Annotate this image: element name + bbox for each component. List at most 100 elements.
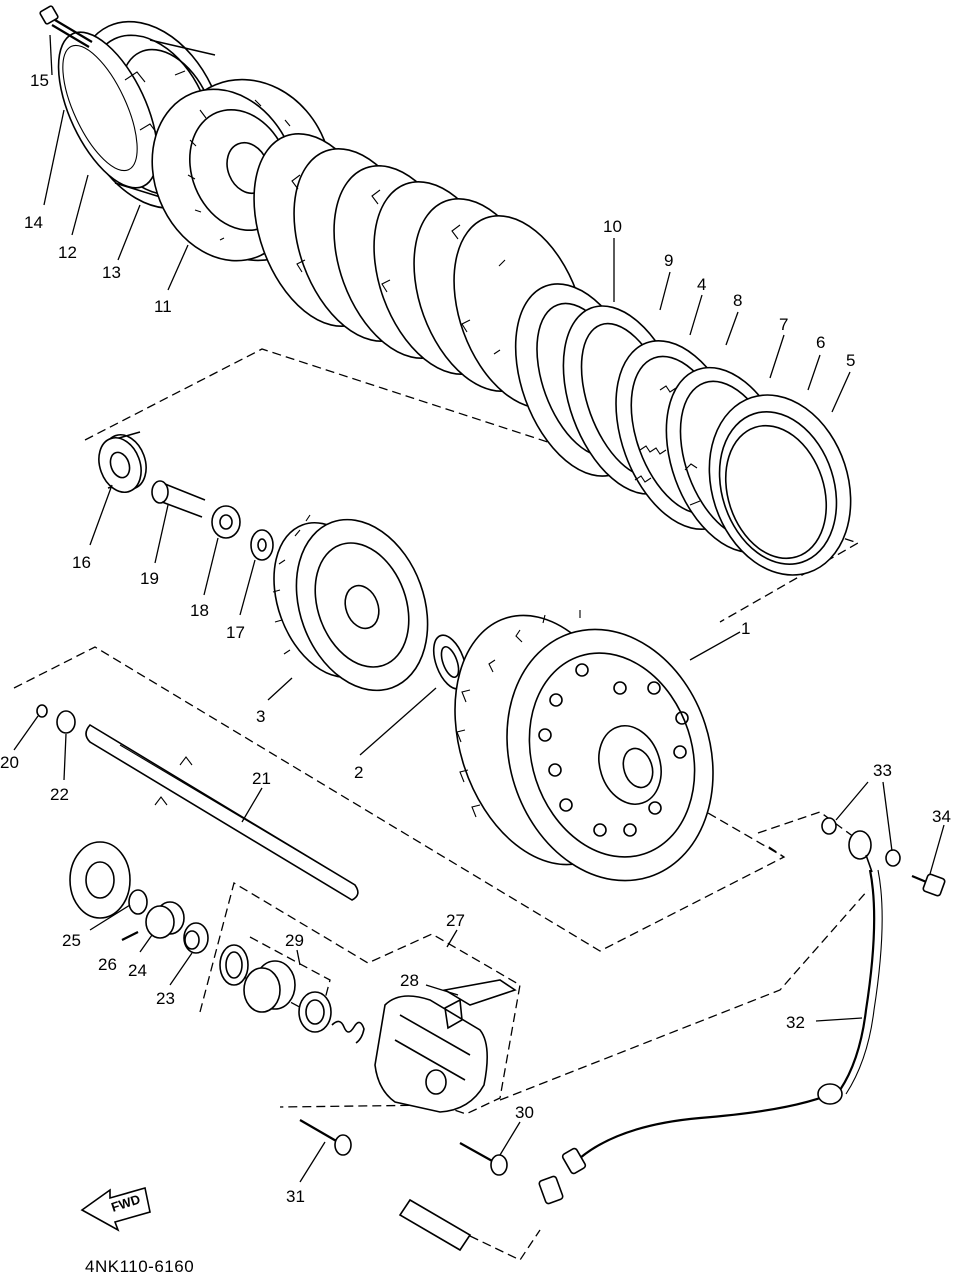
plate-details [124,70,199,141]
callout-23: 23 [156,989,175,1008]
washer-17-bore [257,538,267,552]
oring-25b [128,889,148,915]
leader-7 [769,334,785,379]
seal-22 [56,710,76,734]
spring-plate-12-inner [62,44,138,172]
nut-18 [211,505,241,539]
callout-28: 28 [400,971,419,990]
leader-11 [167,244,189,291]
fwd-arrow: FWD [80,1186,151,1232]
callout-31: 31 [286,1187,305,1206]
bolt-30 [459,1142,508,1176]
kit-spring [331,1020,365,1044]
leader-31 [299,1141,326,1183]
banjo-fitting [848,830,873,873]
leader-28 [425,984,459,996]
bolt-31-head [334,1134,352,1156]
washer-2-bore [440,645,460,679]
nut-18-body [211,505,241,539]
leader-32 [815,1017,863,1022]
seal-23-inner [184,930,200,950]
callout-8: 8 [733,291,742,310]
oring-body [128,889,148,915]
bolt-30-shank [459,1142,495,1163]
callout-10: 10 [603,217,622,236]
leader-4 [689,294,703,336]
kit-seal-inner [305,999,325,1025]
shaft-outline [13,646,786,952]
bolt-31-shank [299,1119,339,1143]
hub-to-shaft-outline [695,805,785,858]
leader-20 [13,715,39,751]
leader-16 [89,484,113,546]
washer-33a [821,817,837,835]
leader-24 [139,934,153,953]
leader-27 [446,929,458,948]
gear-3-web [314,542,410,668]
leader-25 [89,904,131,931]
push-rod-21 [85,723,359,901]
leader-21 [241,787,263,823]
boss-splines [187,99,305,241]
piston-24-front [145,905,175,939]
callout-3: 3 [256,707,265,726]
housing-bore [622,747,654,789]
callout-17: 17 [226,623,245,642]
banjo-end [398,1198,472,1252]
cylinder-port [425,1069,447,1095]
washer-17 [250,529,274,561]
bolt-15-shank [51,19,93,48]
bolt-15 [39,5,93,48]
leader-34 [929,824,945,875]
push-rod-body [85,723,359,901]
leader-33 [835,781,893,852]
callout-13: 13 [102,263,121,282]
seal-23-body [183,922,209,954]
leader-30 [499,1121,521,1156]
leader-29 [296,949,301,966]
pin-26-body [121,931,139,941]
fwd-arrow-shape [80,1186,151,1232]
callout-9: 9 [664,251,673,270]
seal-22-body [56,710,76,734]
gear-3-front [295,518,429,692]
leader-1 [689,631,741,661]
callout-6: 6 [816,333,825,352]
plate-8-teeth [634,385,677,483]
leader-13 [117,204,141,261]
seal-23 [183,922,209,954]
bolt-15-head [39,5,59,25]
piston-kit-29 [219,944,365,1044]
callout-15: 15 [30,71,49,90]
pin-26 [121,931,139,941]
plate-5-inner [724,424,828,560]
clutch-housing-1 [454,610,714,882]
callout-21: 21 [252,769,271,788]
callout-11: 11 [154,297,172,316]
gear-3-teeth [272,514,311,655]
leader-12 [71,174,89,236]
kit-ring-inner [225,951,243,979]
washers-33 [821,817,901,867]
cover-25-body [69,841,131,919]
shaft-19-head [151,480,169,504]
bolt-31 [299,1119,352,1156]
callout-18: 18 [190,601,209,620]
callout-14: 14 [24,213,43,232]
hose-fitting-2 [561,1147,587,1175]
callout-5: 5 [846,351,855,370]
callout-19: 19 [140,569,159,588]
release-cylinder-27 [374,979,517,1113]
callout-numbers: 15 14 12 13 11 10 9 4 8 7 6 5 16 19 18 1… [0,71,951,1206]
hose-fitting-1 [817,1083,843,1105]
washer-17-body [250,529,274,561]
hose-fitting-3 [538,1175,564,1205]
callout-34: 34 [932,807,951,826]
callout-20: 20 [0,753,19,772]
callout-7: 7 [779,315,788,334]
callout-29: 29 [285,931,304,950]
kit-seal [298,991,332,1033]
hose-32 [398,869,883,1252]
